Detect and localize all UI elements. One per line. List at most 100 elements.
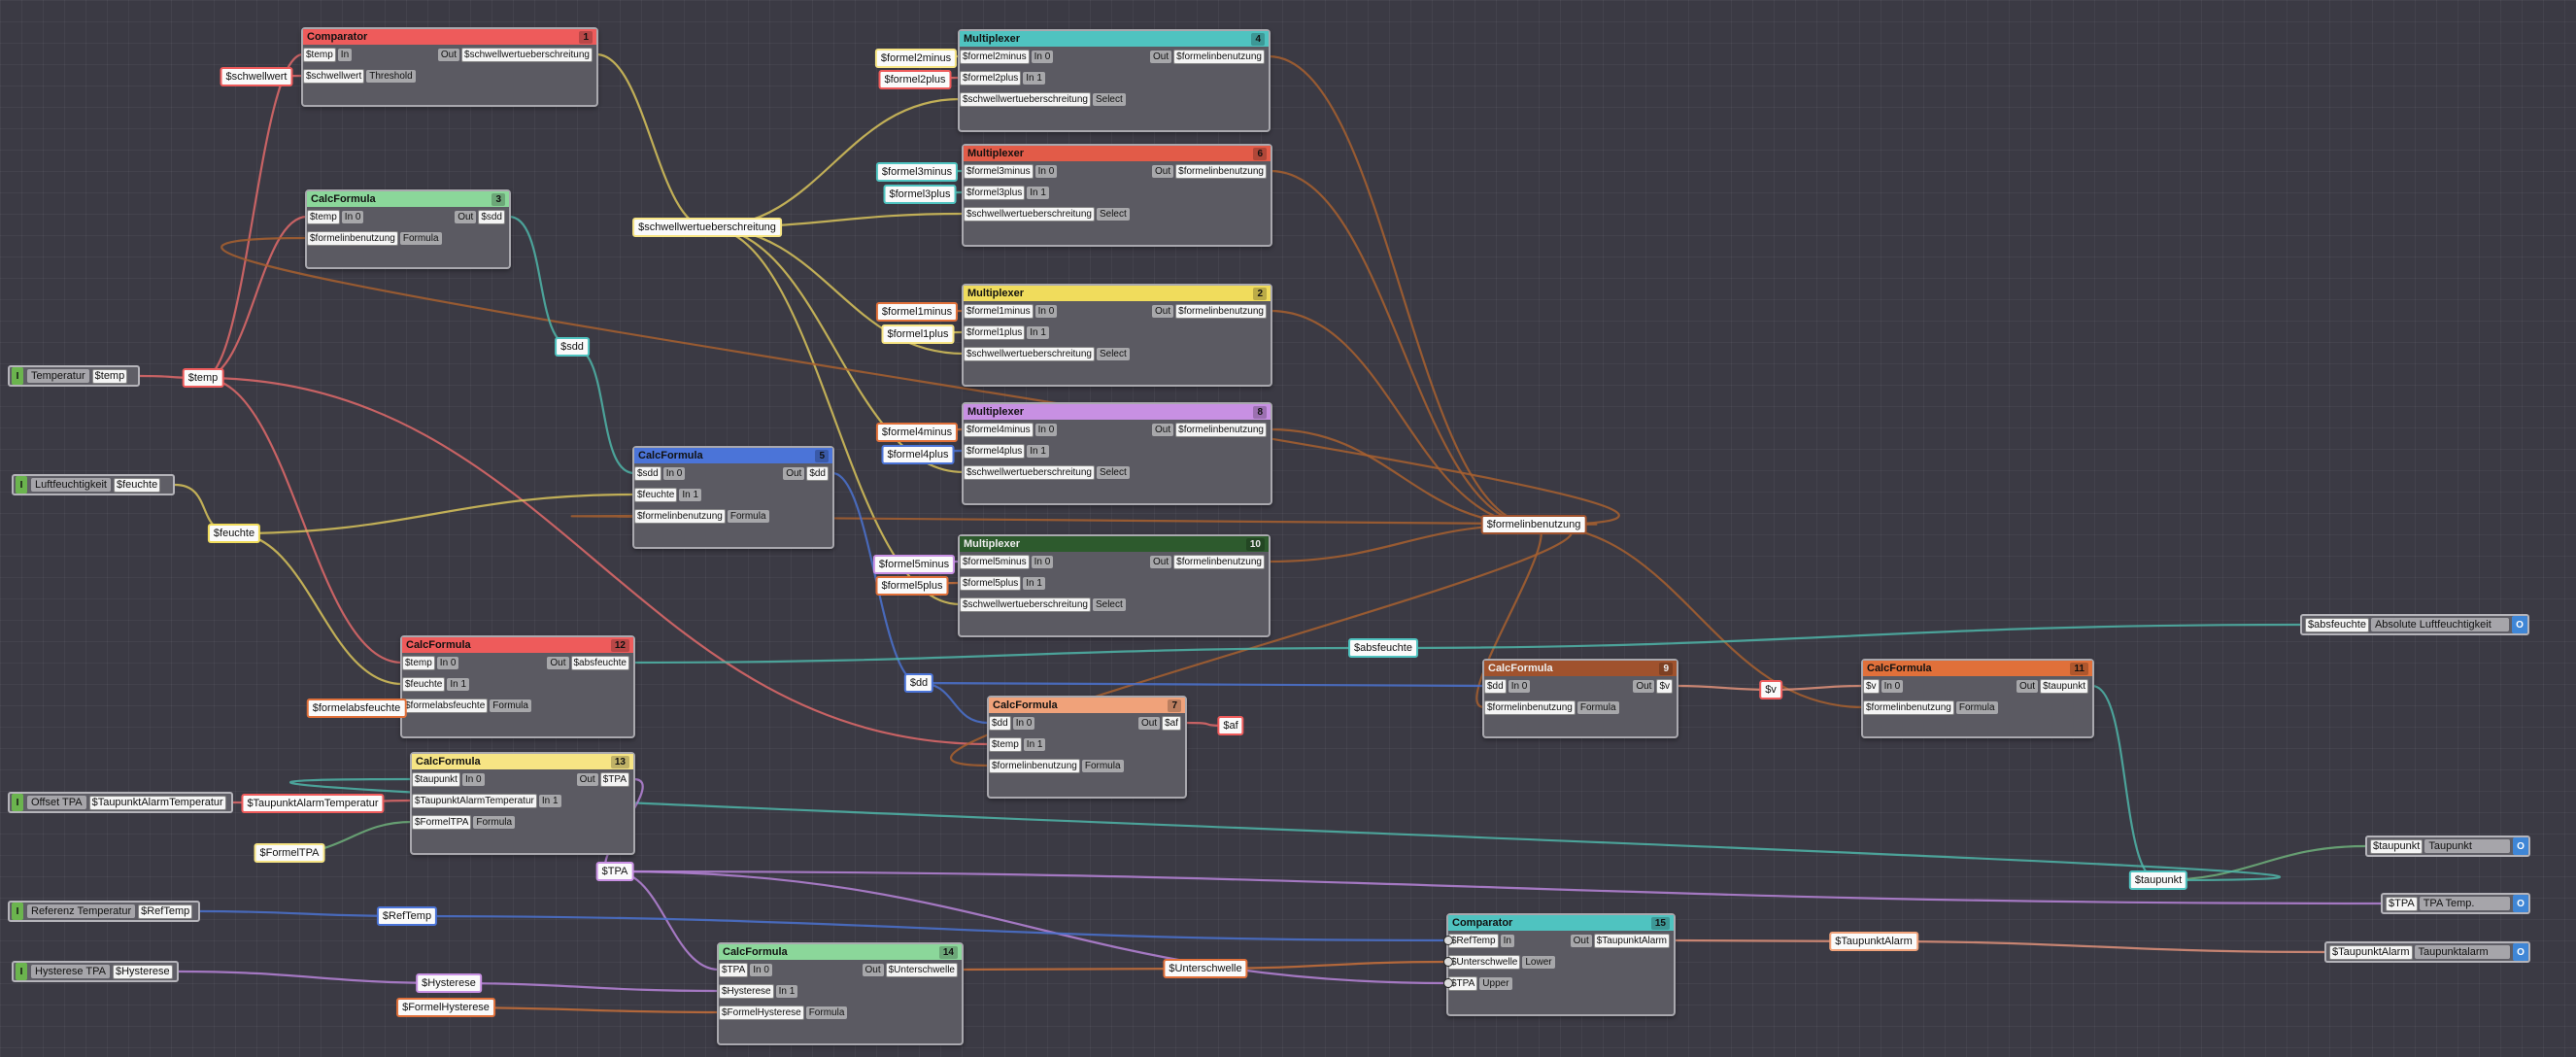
output-port[interactable]: Out$formelinbenutzung: [1152, 163, 1267, 179]
variable-pill[interactable]: $formel2plus: [878, 70, 952, 89]
output-port[interactable]: Out$Unterschwelle: [862, 962, 958, 977]
output-variable[interactable]: $TaupunktAlarm: [2329, 944, 2413, 960]
port-variable[interactable]: $formelabsfeuchte: [402, 698, 489, 713]
port-variable[interactable]: $schwellwert: [303, 68, 365, 84]
output-port[interactable]: Out$formelinbenutzung: [1150, 49, 1265, 64]
variable-pill[interactable]: $Unterschwelle: [1163, 959, 1248, 978]
port-variable[interactable]: $temp: [307, 209, 340, 224]
port-variable[interactable]: $TPA: [1448, 975, 1478, 991]
port-variable[interactable]: $formelinbenutzung: [634, 508, 726, 524]
output-port[interactable]: Out$schwellwertueberschreitung: [437, 47, 593, 62]
port-dot[interactable]: [1443, 957, 1453, 967]
variable-pill[interactable]: $formelinbenutzung: [1480, 515, 1587, 534]
variable-pill[interactable]: $formel2minus: [874, 49, 958, 68]
port-variable[interactable]: $feuchte: [634, 487, 678, 502]
output-port[interactable]: Out$af: [1137, 715, 1181, 731]
output-port[interactable]: Out$formelinbenutzung: [1152, 422, 1267, 437]
variable-pill[interactable]: $formel3minus: [875, 162, 959, 182]
port-variable[interactable]: $formelinbenutzung: [1175, 163, 1267, 179]
variable-pill[interactable]: $formel5plus: [875, 576, 949, 596]
variable-pill[interactable]: $RefTemp: [376, 906, 438, 926]
port-variable[interactable]: $formelinbenutzung: [1173, 554, 1265, 569]
port-variable[interactable]: $sdd: [478, 209, 505, 224]
variable-pill[interactable]: $formel1minus: [875, 302, 959, 322]
output-port[interactable]: Out$v: [1633, 678, 1673, 694]
port-dot[interactable]: [1443, 936, 1453, 945]
port-variable[interactable]: $schwellwertueberschreitung: [960, 597, 1091, 612]
variable-pill[interactable]: $TaupunktAlarm: [1829, 932, 1918, 951]
port-variable[interactable]: $temp: [402, 655, 435, 670]
input-variable[interactable]: $temp: [91, 368, 128, 384]
input-variable[interactable]: $RefTemp: [138, 904, 193, 919]
variable-pill[interactable]: $taupunkt: [2128, 870, 2188, 890]
variable-pill[interactable]: $FormelTPA: [254, 843, 325, 863]
variable-pill[interactable]: $Hysterese: [416, 973, 482, 993]
variable-pill[interactable]: $TPA: [595, 862, 634, 881]
port-variable[interactable]: $formelinbenutzung: [1175, 422, 1267, 437]
port-variable[interactable]: $formelinbenutzung: [989, 758, 1080, 773]
variable-pill[interactable]: $formel4plus: [881, 445, 955, 464]
input-variable[interactable]: $Hysterese: [112, 964, 173, 979]
port-variable[interactable]: $formel3minus: [964, 163, 1034, 179]
output-port[interactable]: Out$TaupunktAlarm: [1570, 933, 1670, 948]
port-variable[interactable]: $TPA: [599, 771, 629, 787]
port-variable[interactable]: $formelinbenutzung: [1863, 699, 1954, 715]
port-variable[interactable]: $TPA: [719, 962, 749, 977]
port-variable[interactable]: $formel1plus: [964, 324, 1026, 340]
variable-pill[interactable]: $formel3plus: [883, 185, 957, 204]
variable-pill[interactable]: $absfeuchte: [1348, 638, 1418, 658]
variable-pill[interactable]: $formel5minus: [872, 555, 956, 574]
port-variable[interactable]: $Unterschwelle: [885, 962, 958, 977]
port-variable[interactable]: $TaupunktAlarm: [1593, 933, 1670, 948]
port-variable[interactable]: $formelinbenutzung: [307, 230, 398, 246]
port-variable[interactable]: $formel2plus: [960, 70, 1022, 85]
port-variable[interactable]: $schwellwertueberschreitung: [964, 206, 1095, 222]
output-port[interactable]: Out$taupunkt: [2016, 678, 2088, 694]
port-variable[interactable]: $dd: [806, 465, 829, 481]
port-variable[interactable]: $v: [1863, 678, 1880, 694]
port-variable[interactable]: $taupunkt: [2040, 678, 2088, 694]
port-variable[interactable]: $formel2minus: [960, 49, 1030, 64]
port-variable[interactable]: $formel4minus: [964, 422, 1034, 437]
